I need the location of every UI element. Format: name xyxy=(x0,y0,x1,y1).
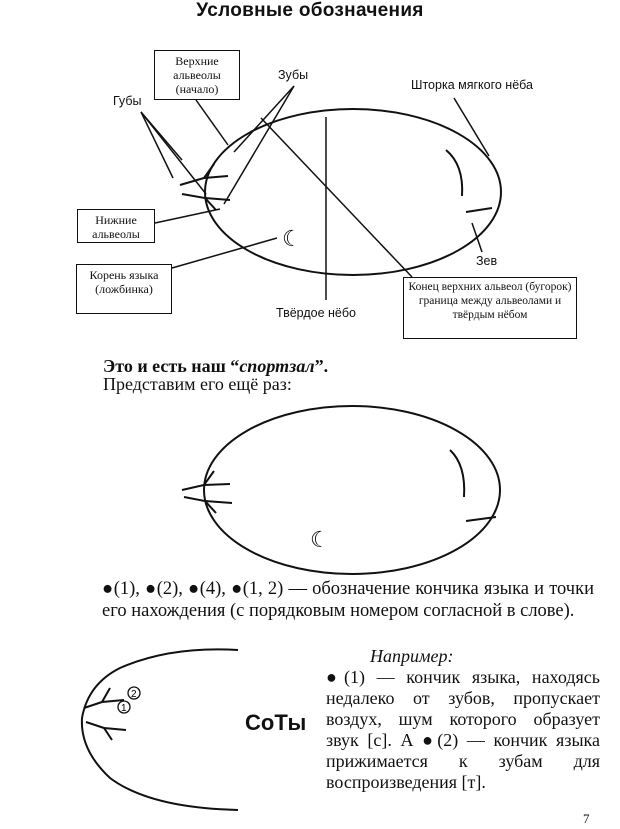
label-teeth: Зубы xyxy=(278,68,308,82)
svg-text:☾: ☾ xyxy=(310,527,330,552)
pharynx-mark xyxy=(466,208,492,212)
label-alveoli-end: Конец верхних альвеол (бугорок) граница … xyxy=(403,277,577,339)
label-pharynx: Зев xyxy=(476,254,497,268)
label-lower-alveoli: Нижние альвеолы xyxy=(77,209,155,243)
tongue-root-mark: ☾ xyxy=(282,226,302,251)
label-hard-palate: Твёрдое нёбо xyxy=(276,306,356,320)
marker-1: 1 xyxy=(121,703,127,714)
lips-mark xyxy=(180,164,228,185)
label-tongue-root: Корень языка (ложбинка) xyxy=(76,264,172,314)
example-text: ●(1) — кончик языка, находясь недалеко о… xyxy=(326,667,600,793)
example-word: СоТы xyxy=(245,710,306,736)
soft-palate-mark xyxy=(446,150,462,196)
mouth-diagram-blank: ☾ xyxy=(0,395,620,575)
label-upper-alveoli: Верхние альвеолы (начало) xyxy=(154,50,240,100)
label-soft-palate-curtain: Шторка мягкого нёба xyxy=(411,78,533,92)
notation-paragraph: ●(1), ●(2), ●(4), ●(1, 2) — обозначение … xyxy=(102,578,594,622)
page-number: 7 xyxy=(583,811,590,827)
marker-2: 2 xyxy=(131,689,137,700)
label-lips: Губы xyxy=(113,94,141,108)
heading-line2: Представим его ещё раз: xyxy=(103,373,292,395)
mouth-diagram-example: 1 2 xyxy=(0,640,240,820)
example-title: Например: xyxy=(370,645,453,667)
oral-cavity-outline xyxy=(205,109,501,275)
